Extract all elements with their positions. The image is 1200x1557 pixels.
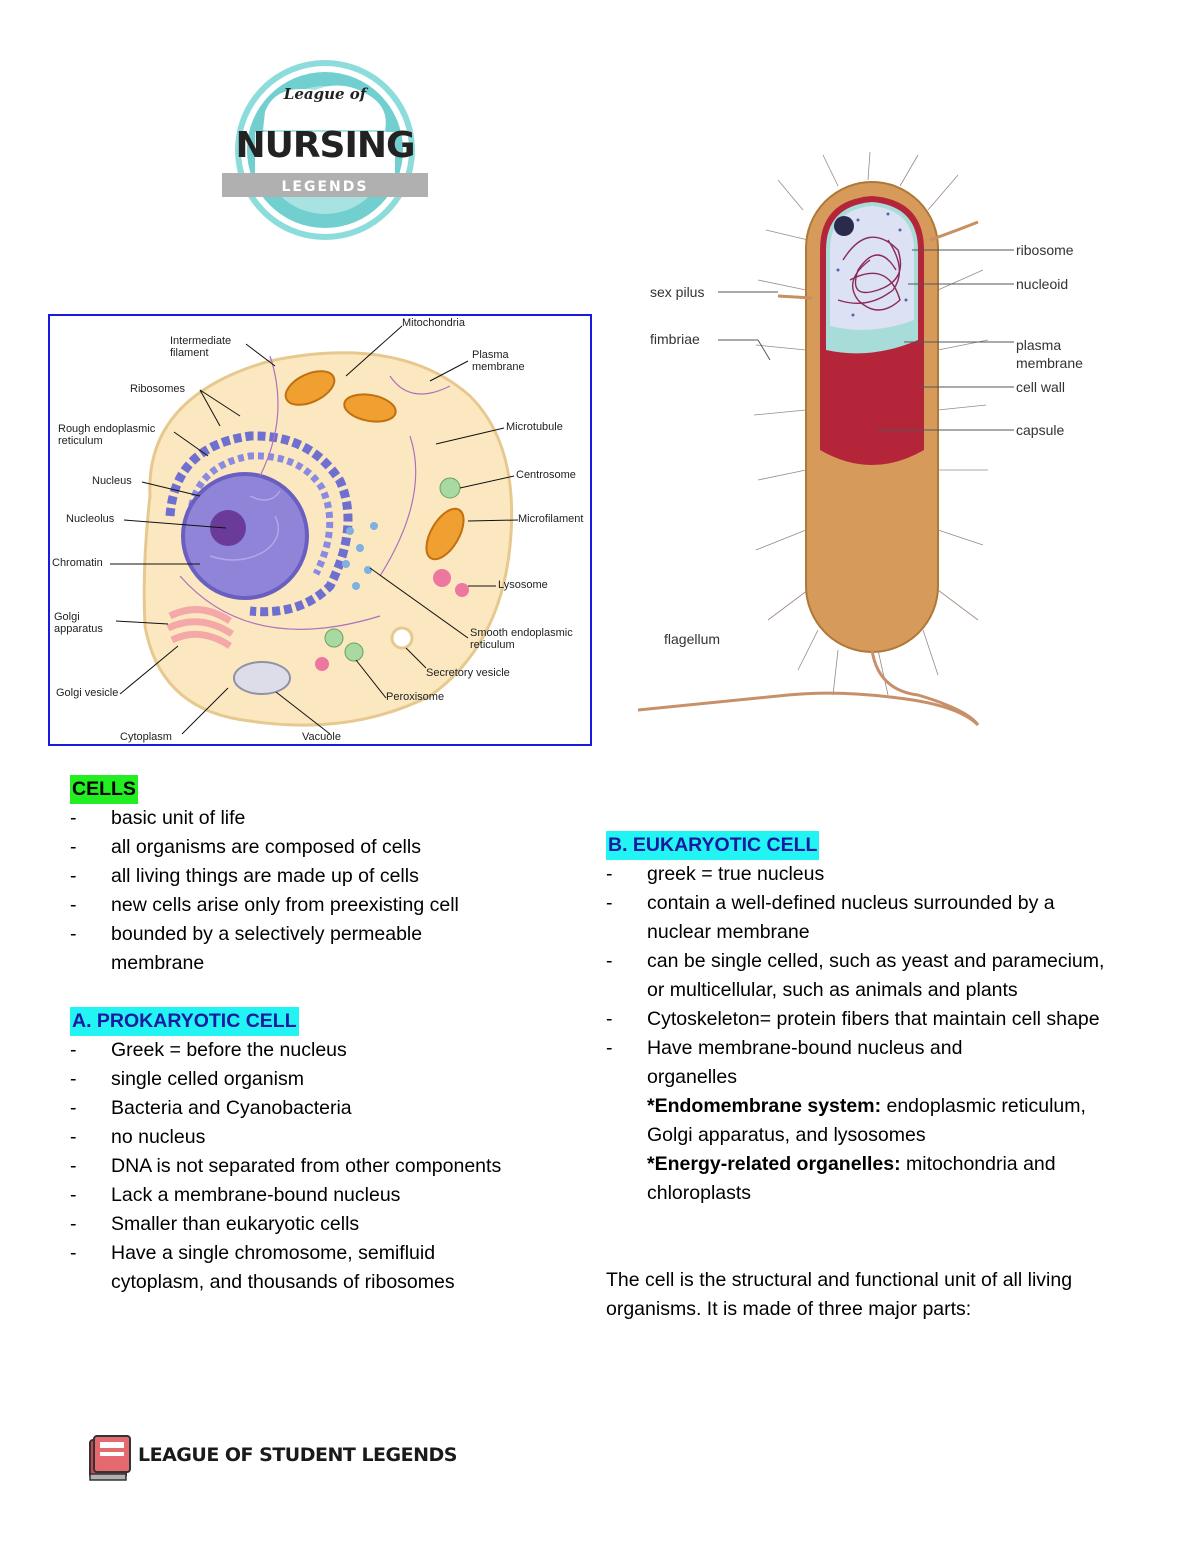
- list-item: DNA is not separated from other componen…: [70, 1152, 570, 1181]
- prokaryotic-heading: A. PROKARYOTIC CELL: [70, 1007, 299, 1036]
- summary-paragraph: The cell is the structural and functiona…: [606, 1269, 1073, 1320]
- league-of-nursing-legends-logo: League of NURSING LEGENDS: [222, 55, 428, 245]
- list-item: can be single celled, such as yeast and …: [606, 947, 1106, 1005]
- footer-brand-text: LEAGUE OF STUDENT LEGENDS: [138, 1444, 457, 1466]
- label-secretory-vesicle: Secretory vesicle: [426, 667, 510, 679]
- list-item: Smaller than eukaryotic cells: [70, 1210, 570, 1239]
- list-item: Have a single chromosome, semifluid cyto…: [70, 1239, 511, 1297]
- label-centrosome: Centrosome: [516, 469, 576, 481]
- label-smooth-er-2: reticulum: [470, 639, 515, 651]
- label-cytoplasm: Cytoplasm: [120, 731, 172, 743]
- books-icon: [89, 1435, 131, 1481]
- label-golgi-1: Golgi: [54, 611, 80, 623]
- energy-organelles-note: *Energy-related organelles: mitochondria…: [606, 1150, 1106, 1208]
- eukaryotic-list: greek = true nucleus contain a well-defi…: [606, 860, 1106, 1092]
- label-golgi-2: apparatus: [54, 623, 103, 635]
- label-ribosomes: Ribosomes: [130, 383, 186, 395]
- list-item: no nucleus: [70, 1123, 570, 1152]
- list-item: basic unit of life: [70, 804, 570, 833]
- label-vacuole: Vacuole: [302, 731, 341, 743]
- note-text: endoplasmic reticulum, Golgi apparatus, …: [647, 1095, 1086, 1146]
- label-plasma-membrane-1: Plasma: [472, 349, 510, 361]
- endomembrane-note: *Endomembrane system: endoplasmic reticu…: [606, 1092, 1106, 1150]
- left-column: CELLS basic unit of life all organisms a…: [70, 775, 570, 1297]
- label-plasma-membrane-b1: plasma: [1016, 337, 1061, 353]
- list-item: Lack a membrane-bound nucleus: [70, 1181, 570, 1210]
- label-mitochondria: Mitochondria: [402, 317, 466, 329]
- list-item: contain a well-defined nucleus surrounde…: [606, 889, 1106, 947]
- logo-line3: LEGENDS: [282, 179, 369, 195]
- cells-heading: CELLS: [70, 775, 138, 804]
- cells-list: basic unit of life all organisms are com…: [70, 804, 570, 978]
- list-item: Greek = before the nucleus: [70, 1036, 570, 1065]
- note-term: *Endomembrane system:: [647, 1095, 882, 1117]
- list-item: Cytoskeleton= protein fibers that mainta…: [606, 1005, 1106, 1034]
- label-chromatin: Chromatin: [52, 557, 103, 569]
- label-sex-pilus: sex pilus: [650, 284, 704, 300]
- label-nucleoid: nucleoid: [1016, 276, 1068, 292]
- label-ribosome: ribosome: [1016, 242, 1074, 258]
- label-nucleolus: Nucleolus: [66, 513, 115, 525]
- label-lysosome: Lysosome: [498, 579, 548, 591]
- label-flagellum: flagellum: [664, 631, 720, 647]
- label-peroxisome: Peroxisome: [386, 691, 444, 703]
- list-item: all living things are made up of cells: [70, 862, 570, 891]
- note-text: mitochondria and chloroplasts: [647, 1153, 1056, 1204]
- label-plasma-membrane-b2: membrane: [1016, 355, 1083, 371]
- list-item: new cells arise only from preexisting ce…: [70, 891, 570, 920]
- list-item: all organisms are composed of cells: [70, 833, 570, 862]
- label-intermediate-filament-2: filament: [170, 347, 209, 359]
- list-item: greek = true nucleus: [606, 860, 1106, 889]
- label-capsule: capsule: [1016, 422, 1064, 438]
- list-item: Bacteria and Cyanobacteria: [70, 1094, 570, 1123]
- note-term: *Energy-related organelles:: [647, 1153, 901, 1175]
- label-intermediate-filament-1: Intermediate: [170, 335, 231, 347]
- right-column: B. EUKARYOTIC CELL greek = true nucleus …: [606, 831, 1106, 1324]
- footer-brand: LEAGUE OF STUDENT LEGENDS: [86, 1432, 457, 1484]
- label-rough-er-2: reticulum: [58, 435, 103, 447]
- logo-line2: NURSING: [235, 125, 414, 166]
- label-nucleus: Nucleus: [92, 475, 132, 487]
- label-microfilament: Microfilament: [518, 513, 583, 525]
- logo-line1: League of: [283, 85, 369, 103]
- animal-cell-diagram: Intermediate filament Mitochondria Plasm…: [48, 314, 592, 746]
- label-rough-er-1: Rough endoplasmic: [58, 423, 156, 435]
- eukaryotic-heading: B. EUKARYOTIC CELL: [606, 831, 820, 860]
- label-fimbriae: fimbriae: [650, 331, 700, 347]
- label-microtubule: Microtubule: [506, 421, 563, 433]
- label-plasma-membrane-2: membrane: [472, 361, 525, 373]
- list-item: single celled organism: [70, 1065, 570, 1094]
- label-cell-wall: cell wall: [1016, 379, 1065, 395]
- prokaryotic-list: Greek = before the nucleus single celled…: [70, 1036, 570, 1297]
- label-smooth-er-1: Smooth endoplasmic: [470, 627, 573, 639]
- list-item: Have membrane-bound nucleus and organell…: [606, 1034, 1027, 1092]
- label-golgi-vesicle: Golgi vesicle: [56, 687, 118, 699]
- prokaryotic-cell-diagram: ribosome sex pilus nucleoid fimbriae pla…: [638, 150, 1098, 730]
- list-item: bounded by a selectively permeable membr…: [70, 920, 461, 978]
